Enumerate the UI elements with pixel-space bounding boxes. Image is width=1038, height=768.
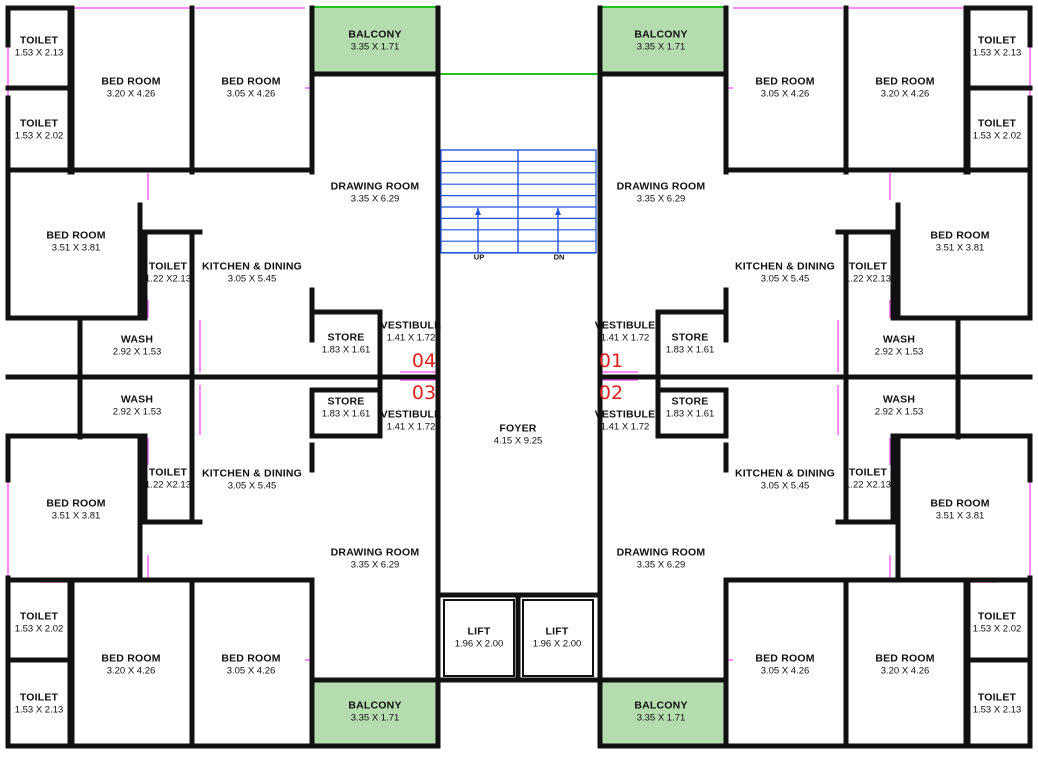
balcony-fill — [598, 6, 726, 74]
balcony-fill — [312, 6, 440, 74]
stair-up-label: UP — [473, 252, 485, 262]
unit-number-01: 01 — [598, 350, 624, 372]
stair-down-label: DN — [553, 252, 565, 262]
unit-number-02: 02 — [598, 382, 624, 404]
stair-arrowhead — [555, 208, 561, 215]
lift-1-shaft — [443, 599, 515, 677]
stair-arrowhead — [475, 208, 481, 215]
lift-2-shaft — [522, 599, 594, 677]
unit-number-03: 03 — [411, 382, 437, 404]
unit-number-04: 04 — [411, 350, 437, 372]
